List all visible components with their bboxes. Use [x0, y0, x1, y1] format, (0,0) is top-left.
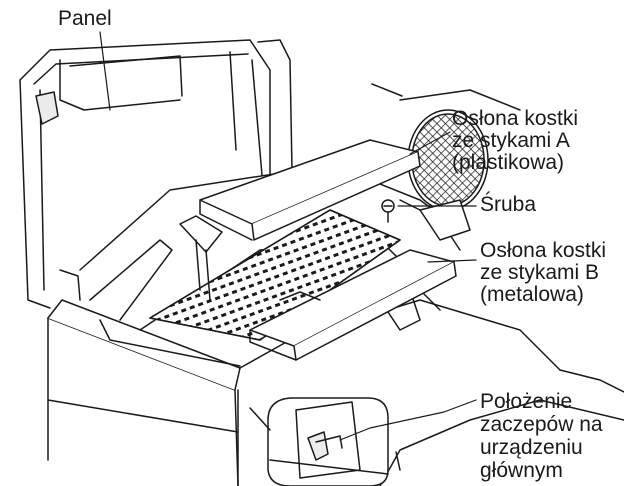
leader-panel	[99, 31, 111, 111]
fan-grille	[371, 83, 521, 211]
main-housing	[47, 299, 624, 486]
leader-cover-a	[409, 131, 451, 155]
label-panel: Panel	[58, 7, 112, 30]
label-cover-b: Osłona kostki ze stykami B (metalowa)	[480, 239, 607, 306]
leader-hooks	[339, 399, 477, 441]
leader-cover-b	[427, 259, 477, 263]
contact-cover-a	[179, 139, 421, 301]
contact-block	[149, 209, 401, 341]
label-hook-position: Położenie zaczepów na urządzeniu głównym	[480, 390, 603, 482]
contact-cover-b	[249, 249, 457, 361]
hook-detail-inset	[249, 397, 389, 486]
label-screw: Śruba	[480, 193, 537, 216]
screw	[381, 199, 395, 223]
open-panel	[19, 39, 293, 309]
label-cover-a: Osłona kostki ze stykami A (plastikowa)	[452, 107, 579, 174]
leader-lines	[99, 31, 477, 441]
